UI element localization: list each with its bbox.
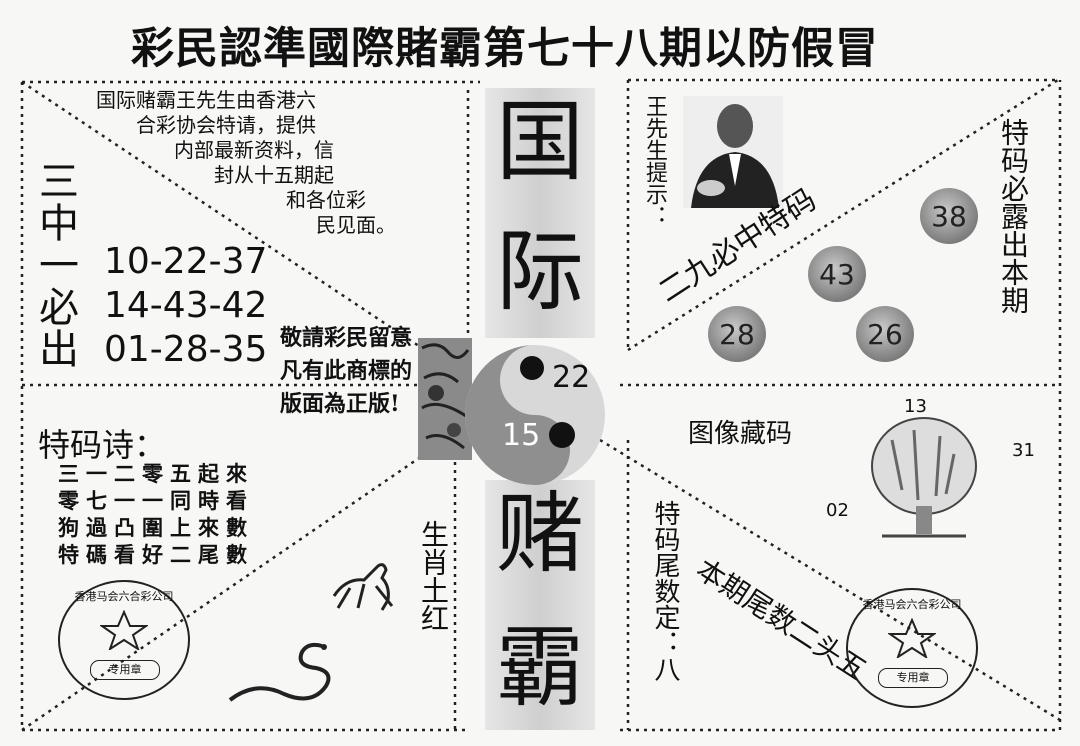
title-char: 际 bbox=[496, 220, 585, 323]
notice-line: 敬請彩民留意 bbox=[280, 325, 413, 351]
snake-icon bbox=[228, 642, 331, 702]
title-backdrop-top bbox=[485, 88, 595, 338]
intro-line: 内部最新资料，信 bbox=[174, 138, 334, 162]
wang-tip: 王先生提示： bbox=[642, 95, 667, 227]
shengxiao-label: 生肖土红 bbox=[417, 520, 450, 632]
poem-line: 狗過凸圍上來數 bbox=[58, 515, 254, 540]
number-group: 10-22-37 bbox=[104, 241, 268, 282]
notice-line: 版面為正版! bbox=[280, 391, 400, 417]
temawei-label: 特码尾数定：八 bbox=[650, 500, 680, 682]
number-group: 01-28-35 bbox=[104, 329, 268, 370]
intro-line: 国际赌霸王先生由香港六 bbox=[96, 88, 316, 112]
notice-line: 凡有此商標的 bbox=[280, 358, 413, 384]
intro-text: 国际赌霸王先生由香港六 合彩协会特请，提供 内部最新资料，信 封从十五期起 和各… bbox=[78, 88, 458, 238]
number-groups: 10-22-37 14-43-42 01-28-35 bbox=[104, 240, 267, 372]
poem-line: 零七一一同時看 bbox=[58, 488, 254, 513]
intro-line: 合彩协会特请，提供 bbox=[136, 113, 316, 137]
tree-icon bbox=[871, 417, 977, 538]
tree-number: 13 bbox=[904, 396, 927, 417]
horse-icon bbox=[332, 563, 394, 611]
title-char: 霸 bbox=[496, 616, 585, 719]
star-icon bbox=[888, 618, 936, 658]
intro-line: 民见面。 bbox=[316, 213, 396, 237]
seal-ring-text: 香港马会六合彩公司 bbox=[862, 598, 962, 611]
intro-line: 封从十五期起 bbox=[214, 163, 334, 187]
seal-label: 专用章 bbox=[878, 668, 948, 688]
number-ball: 38 bbox=[920, 188, 978, 244]
star-icon bbox=[100, 610, 148, 650]
number-ball: 43 bbox=[808, 246, 866, 302]
seal-ring-text: 香港马会六合彩公司 bbox=[74, 590, 174, 603]
number-ball: 26 bbox=[856, 306, 914, 362]
sanzhong-label: 三中一必出 bbox=[32, 160, 78, 370]
yinyang-icon bbox=[465, 345, 605, 485]
tema-bilu: 特码必露出本期 bbox=[997, 118, 1030, 314]
page-headline: 彩民認準國際賭霸第七十八期以防假冒 bbox=[131, 24, 879, 74]
seal-stamp: 香港马会六合彩公司 专用章 bbox=[58, 580, 190, 700]
tree-number: 31 bbox=[1012, 440, 1035, 461]
tuxiang-label: 图像藏码 bbox=[688, 419, 793, 449]
logo-image bbox=[418, 338, 472, 460]
title-backdrop-bottom bbox=[485, 480, 595, 730]
number-group: 14-43-42 bbox=[104, 285, 268, 326]
poem-title: 特码诗： bbox=[38, 426, 167, 464]
yinyang-number: 15 bbox=[502, 418, 541, 453]
title-char: 国 bbox=[496, 90, 585, 193]
title-char: 赌 bbox=[496, 482, 585, 585]
poem-line: 特碼看好二尾數 bbox=[58, 542, 254, 567]
poem-line: 三一二零五起來 bbox=[58, 461, 254, 486]
seal-label: 专用章 bbox=[90, 660, 160, 680]
portrait-image bbox=[683, 96, 783, 208]
number-ball: 28 bbox=[708, 306, 766, 362]
tree-number: 02 bbox=[826, 500, 849, 521]
seal-stamp: 香港马会六合彩公司 专用章 bbox=[846, 588, 978, 708]
notice-text: 敬請彩民留意 凡有此商標的 版面為正版! bbox=[280, 322, 412, 421]
yinyang-number: 22 bbox=[552, 360, 591, 395]
poem: 三一二零五起來 零七一一同時看 狗過凸圍上來數 特碼看好二尾數 bbox=[58, 460, 254, 568]
intro-line: 和各位彩 bbox=[286, 188, 366, 212]
